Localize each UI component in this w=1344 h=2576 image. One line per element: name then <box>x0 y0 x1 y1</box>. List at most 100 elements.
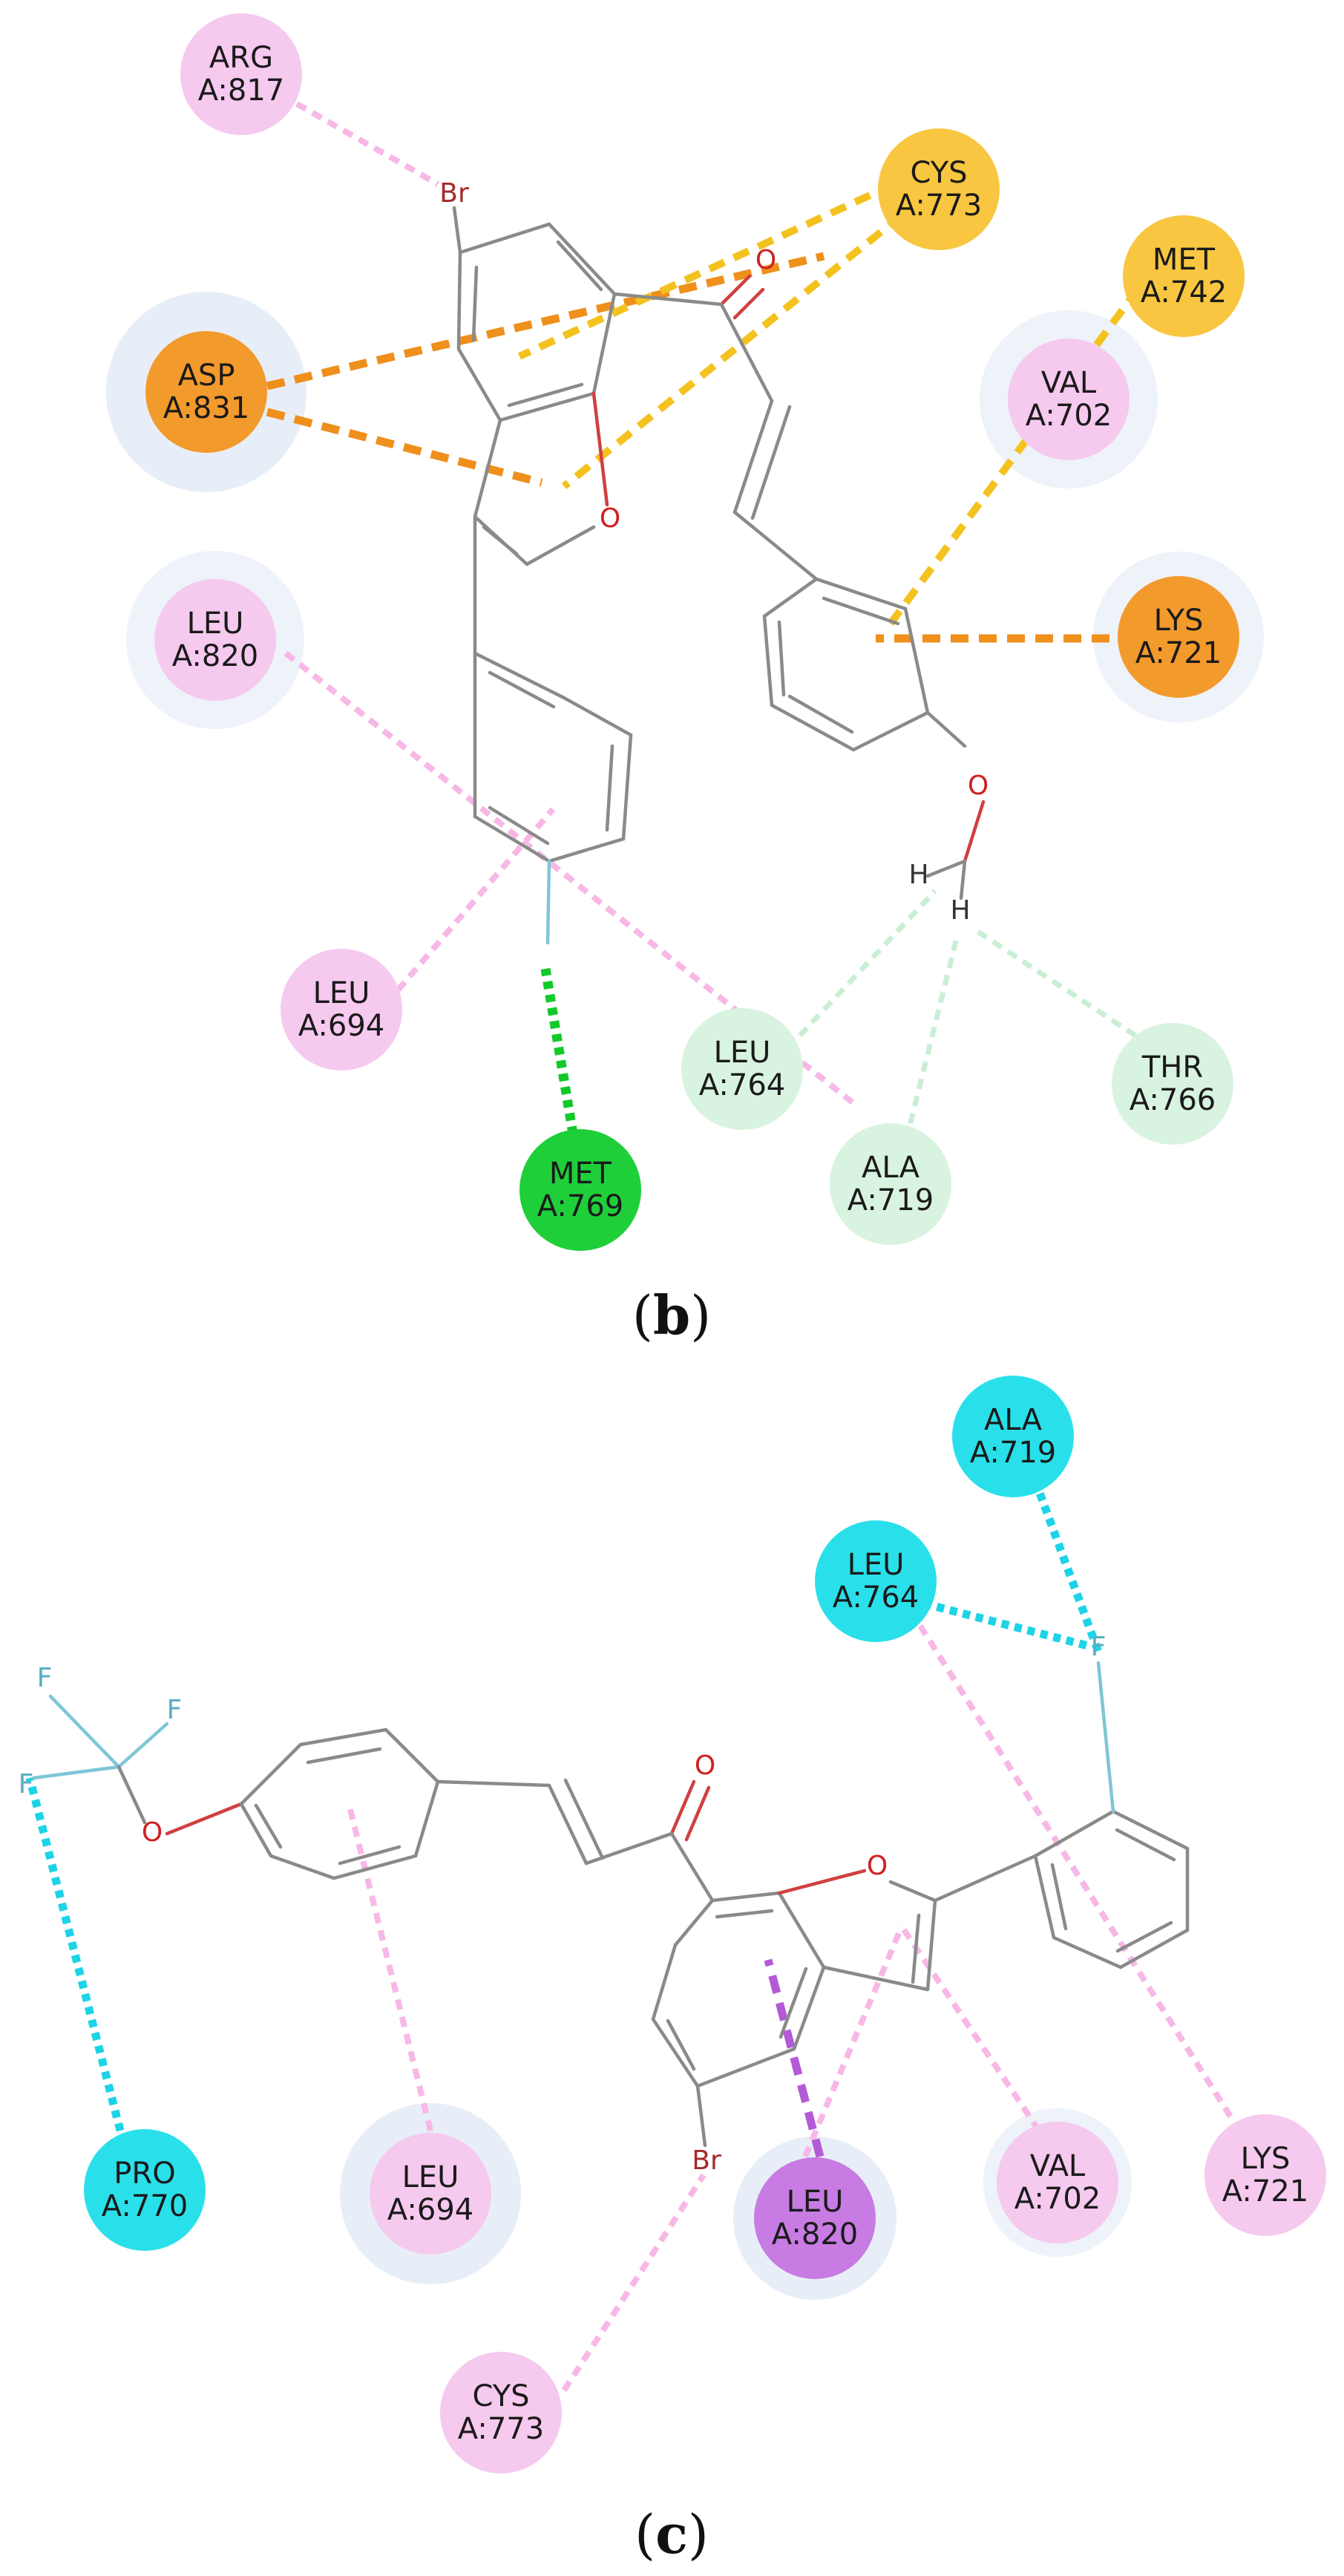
svg-text:MET: MET <box>549 1157 612 1191</box>
residue-val-702-c: VAL A:702 <box>997 2122 1118 2243</box>
residue-val-702: VAL A:702 <box>1008 339 1130 460</box>
svg-text:VAL: VAL <box>1041 366 1097 400</box>
atom-c-f4: F <box>1091 1632 1107 1662</box>
ix-leu764-ring <box>917 1624 1242 2133</box>
atom-c-o-carbonyl: O <box>695 1750 715 1781</box>
residue-leu-820-c: LEU A:820 <box>754 2157 876 2279</box>
ix-leu820-ring2 <box>764 1958 825 2158</box>
svg-text:MET: MET <box>1153 243 1216 277</box>
ix-asp831-ring1 <box>266 252 825 390</box>
ix-leu764-f <box>922 1599 1092 1651</box>
residue-leu-694-c: LEU A:694 <box>370 2133 491 2255</box>
ix-leu694-ring <box>372 807 556 1019</box>
ix-thr766-h <box>971 926 1137 1038</box>
panel-b-ligand <box>452 206 986 945</box>
panel-b-residues: ARG A:817 CYS A:773 MET A:742 ASP A:831 … <box>145 13 1245 1251</box>
svg-text:CYS: CYS <box>910 156 967 190</box>
svg-text:VAL: VAL <box>1030 2149 1086 2183</box>
svg-text:A:820: A:820 <box>772 2217 858 2252</box>
svg-text:A:820: A:820 <box>172 639 258 673</box>
svg-text:A:773: A:773 <box>896 189 982 223</box>
residue-leu-764-c: LEU A:764 <box>815 1520 937 1642</box>
residue-lys-721: LYS A:721 <box>1118 576 1239 698</box>
residue-asp-831: ASP A:831 <box>145 331 267 453</box>
svg-text:LYS: LYS <box>1241 2142 1291 2176</box>
residue-cys-773: CYS A:773 <box>878 128 1000 250</box>
residue-thr-766: THR A:766 <box>1112 1023 1233 1145</box>
panel-c-interactions <box>25 1480 1242 2393</box>
residue-leu-694: LEU A:694 <box>281 949 402 1070</box>
svg-text:A:721: A:721 <box>1135 636 1222 670</box>
svg-text:A:831: A:831 <box>163 391 249 425</box>
residue-leu-820: LEU A:820 <box>154 579 276 701</box>
ix-val702-ring <box>899 1924 1042 2133</box>
svg-text:ALA: ALA <box>984 1403 1043 1437</box>
ix-cys773-ring2 <box>561 212 905 489</box>
panel-b-label: (b) <box>632 1284 712 1347</box>
svg-text:(c): (c) <box>635 2503 709 2566</box>
residue-ala-719-c: ALA A:719 <box>952 1376 1074 1497</box>
residue-arg-817: ARG A:817 <box>180 13 302 135</box>
svg-text:LEU: LEU <box>187 607 244 641</box>
ix-leu820-ring1 <box>802 1925 905 2158</box>
panel-c-label: (c) <box>635 2503 709 2566</box>
svg-text:ARG: ARG <box>209 41 273 75</box>
panel-c: F F F F O O O Br ALA A:719 LEU A:764 PRO <box>19 1376 1326 2566</box>
ix-asp831-ring2 <box>266 408 543 487</box>
svg-text:LEU: LEU <box>714 1036 771 1070</box>
ix-leu694-ring <box>346 1803 433 2131</box>
ix-met769-f <box>540 967 580 1148</box>
svg-text:LEU: LEU <box>402 2160 459 2194</box>
atom-c-br: Br <box>692 2145 721 2176</box>
atom-b-h1: H <box>908 860 928 890</box>
residue-pro-770-c: PRO A:770 <box>84 2129 206 2251</box>
svg-text:A:764: A:764 <box>833 1580 919 1615</box>
svg-text:ALA: ALA <box>862 1151 920 1185</box>
ix-ala719-h <box>899 935 960 1159</box>
atom-c-f2: F <box>167 1695 183 1725</box>
ix-leu764-h <box>773 889 937 1064</box>
ix-cys773-br <box>561 2173 707 2393</box>
residue-cys-773-c: CYS A:773 <box>440 2352 562 2474</box>
atom-c-o-furan: O <box>867 1851 888 1881</box>
svg-text:(b): (b) <box>632 1284 712 1347</box>
svg-text:LYS: LYS <box>1154 604 1204 638</box>
svg-text:A:721: A:721 <box>1222 2174 1308 2209</box>
svg-text:A:766: A:766 <box>1130 1083 1216 1117</box>
panel-c-ligand <box>31 1661 1190 2148</box>
atom-b-o-methoxy: O <box>968 771 989 801</box>
svg-text:A:769: A:769 <box>537 1189 623 1223</box>
svg-text:A:770: A:770 <box>102 2189 188 2223</box>
svg-text:A:694: A:694 <box>298 1009 384 1043</box>
atom-b-o-furan: O <box>600 503 620 534</box>
svg-text:A:719: A:719 <box>970 1436 1056 1470</box>
ix-ala719-f <box>1031 1480 1103 1653</box>
svg-text:ASP: ASP <box>178 359 235 393</box>
svg-text:A:742: A:742 <box>1141 275 1227 310</box>
svg-text:LEU: LEU <box>848 1548 905 1582</box>
ix-cys773-ring1 <box>517 180 896 360</box>
svg-text:CYS: CYS <box>472 2379 529 2413</box>
svg-text:LEU: LEU <box>787 2185 844 2219</box>
svg-text:A:694: A:694 <box>387 2193 473 2227</box>
panel-c-atoms: F F F F O O O Br <box>19 1632 1107 2176</box>
svg-text:LEU: LEU <box>313 976 370 1010</box>
svg-text:A:764: A:764 <box>699 1068 785 1102</box>
svg-text:A:702: A:702 <box>1014 2182 1101 2216</box>
svg-text:A:817: A:817 <box>198 73 284 108</box>
panel-c-residues: ALA A:719 LEU A:764 PRO A:770 LEU A:694 … <box>84 1376 1326 2474</box>
atom-b-br: Br <box>439 178 469 209</box>
panel-b: Br O O O H H ARG A:817 CYS A:773 MET A:7… <box>106 13 1264 1347</box>
ix-met742-ring <box>887 265 1158 626</box>
svg-text:A:702: A:702 <box>1026 399 1112 433</box>
svg-text:A:773: A:773 <box>458 2412 544 2446</box>
atom-b-o-carbonyl: O <box>755 245 776 275</box>
residue-lys-721-c: LYS A:721 <box>1204 2114 1326 2236</box>
ix-arg817-br <box>295 101 439 187</box>
svg-text:A:719: A:719 <box>848 1183 934 1217</box>
atom-b-h2: H <box>950 895 970 926</box>
atom-c-f1: F <box>37 1663 53 1693</box>
svg-text:PRO: PRO <box>114 2157 175 2191</box>
ix-pro770-f <box>25 1776 125 2132</box>
